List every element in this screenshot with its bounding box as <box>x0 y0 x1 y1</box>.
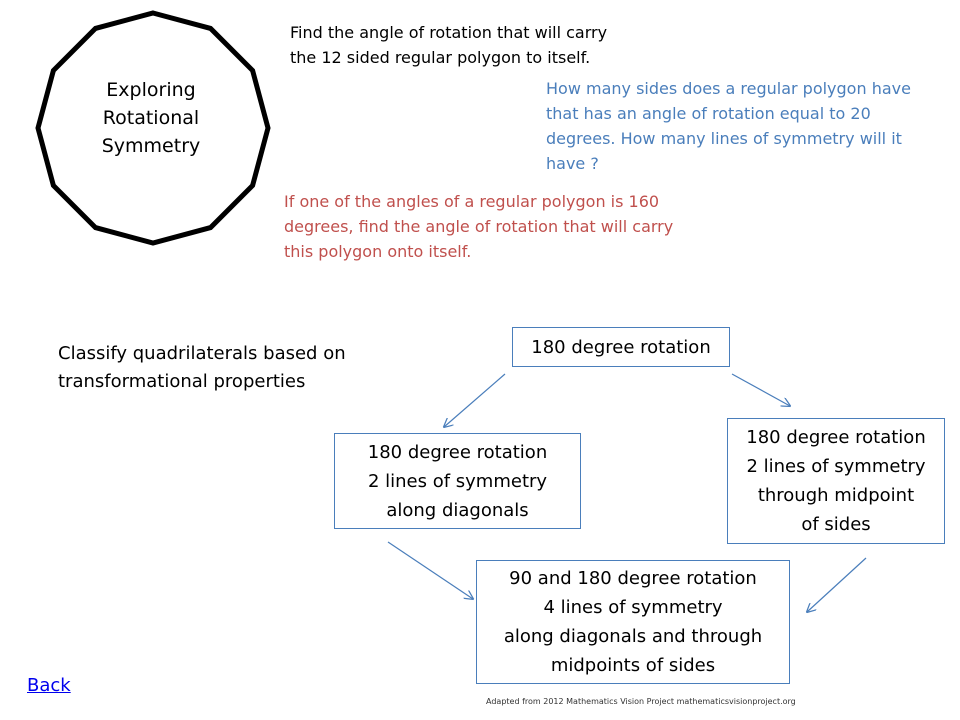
box-line: of sides <box>801 514 871 535</box>
box-line: along diagonals and through <box>503 626 763 647</box>
arrow-top-to-right <box>731 373 790 406</box>
classify-quadrilaterals-text: Classify quadrilaterals based on transfo… <box>58 343 346 392</box>
arrow-top-to-left <box>444 373 506 427</box>
question-160-degree-angle: If one of the angles of a regular polygo… <box>284 192 674 261</box>
credit-text: Adapted from 2012 Mathematics Vision Pro… <box>486 697 796 706</box>
question-20-degree-rotation: How many sides does a regular polygon ha… <box>546 79 911 173</box>
box-line: 180 degree rotation <box>367 441 548 463</box>
box-line: 180 degree rotation <box>531 336 711 358</box>
box-rhombus-properties: 180 degree rotation 2 lines of symmetry … <box>334 433 581 529</box>
box-line: 180 degree rotation <box>746 427 926 448</box>
arrow-right-to-bottom <box>807 557 867 612</box>
question-12-sided-rotation: Find the angle of rotation that will car… <box>290 23 608 67</box>
box-square-properties: 90 and 180 degree rotation 4 lines of sy… <box>476 560 790 684</box>
box-line: along diagonals <box>386 499 529 521</box>
dodecagon-shape <box>35 10 271 246</box>
polygon-title: Exploring Rotational Symmetry <box>101 79 201 157</box>
box-rectangle-properties: 180 degree rotation 2 lines of symmetry … <box>727 418 945 544</box>
back-link[interactable]: Back <box>27 675 71 696</box>
box-180-rotation: 180 degree rotation <box>512 327 730 367</box>
box-line: 4 lines of symmetry <box>543 597 723 618</box>
box-line: midpoints of sides <box>550 655 716 676</box>
arrow-left-to-bottom <box>387 541 473 599</box>
box-line: 2 lines of symmetry <box>746 456 926 477</box>
box-line: 90 and 180 degree rotation <box>509 568 757 589</box>
box-line: 2 lines of symmetry <box>367 470 548 492</box>
box-line: through midpoint <box>757 485 915 506</box>
